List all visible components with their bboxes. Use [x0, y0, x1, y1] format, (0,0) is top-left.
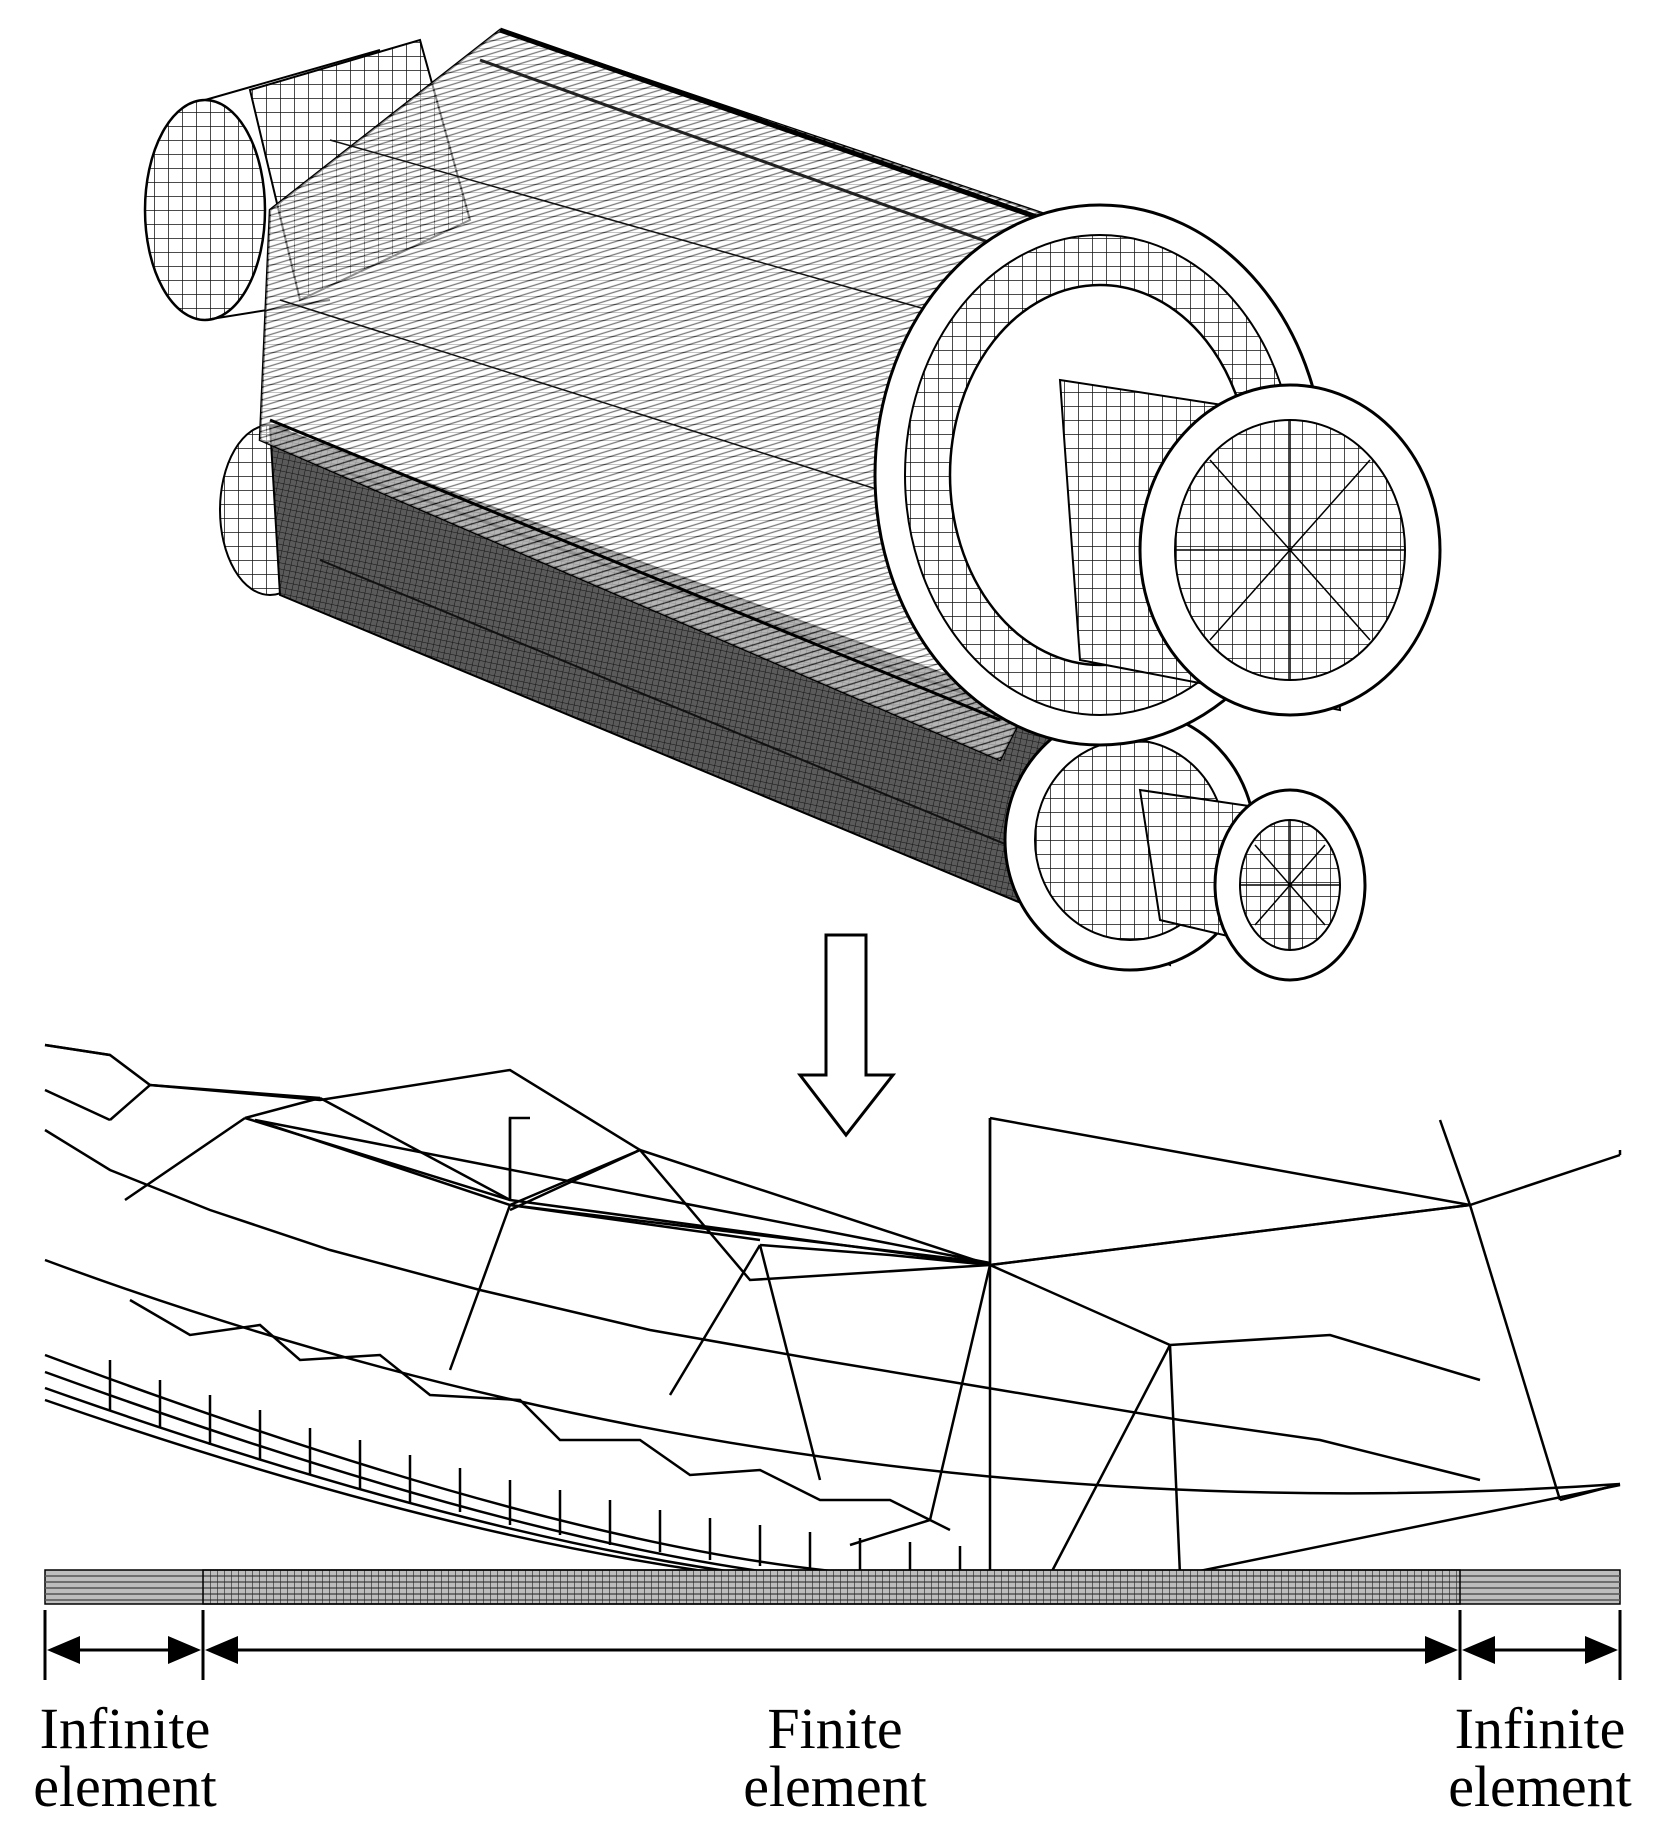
label-left-infinite-element: Infinite element	[10, 1700, 240, 1816]
center-label-line1: Finite	[767, 1696, 903, 1761]
lower-roller	[219, 423, 1367, 982]
right-label-line1: Infinite	[1454, 1696, 1626, 1761]
dimension-arrows	[43, 1610, 1622, 1680]
upper-roller-body	[258, 27, 1442, 762]
contact-strip	[44, 1569, 1621, 1605]
mesh-detail-2d	[44, 1043, 1622, 1594]
label-center-finite-element: Finite element	[715, 1700, 955, 1816]
label-right-infinite-element: Infinite element	[1425, 1700, 1655, 1816]
center-label-line2: element	[743, 1754, 927, 1819]
roller-mesh-3d	[143, 27, 1442, 982]
down-arrow	[796, 933, 897, 1138]
left-label-line1: Infinite	[39, 1696, 211, 1761]
right-label-line2: element	[1448, 1754, 1632, 1819]
left-label-line2: element	[33, 1754, 217, 1819]
